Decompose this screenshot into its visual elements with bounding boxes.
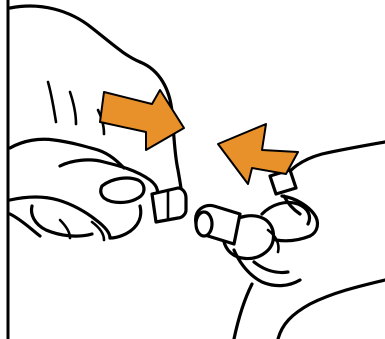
right-hand-icon xyxy=(196,142,385,339)
